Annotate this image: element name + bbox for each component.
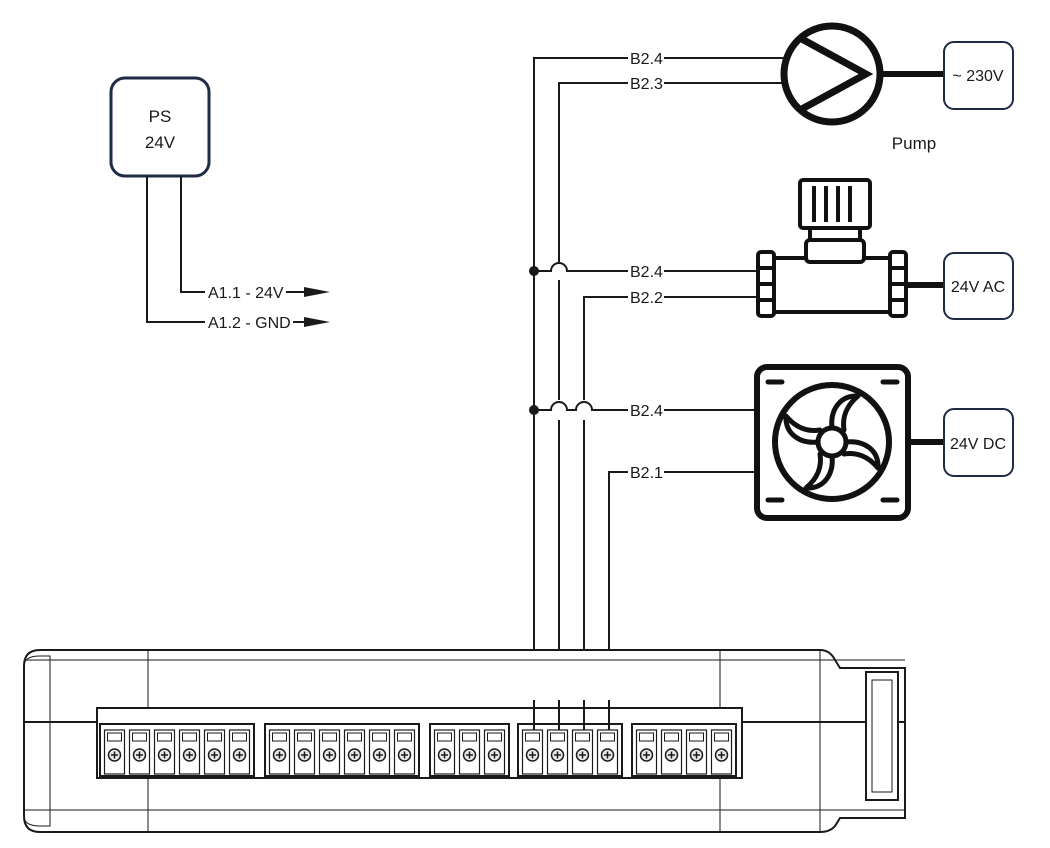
bus-wire-b21 xyxy=(608,471,628,730)
terminal-block xyxy=(429,723,510,777)
junction-dot xyxy=(529,405,539,415)
power-supply-box xyxy=(109,76,211,178)
power-supply: PS 24V A1.1 - 24V A1.2 - GND xyxy=(109,76,330,332)
wire-hop-valve xyxy=(534,262,628,272)
fan-wire-label-bottom: B2.1 xyxy=(630,465,663,482)
bus-wires xyxy=(529,57,628,730)
wire-hop-fan xyxy=(534,401,628,411)
terminal-wire-ends xyxy=(533,700,610,730)
terminal-blocks xyxy=(99,723,737,777)
pump-label: Pump xyxy=(892,134,936,153)
bus-wire-b23 xyxy=(558,82,628,730)
valve-supply-box xyxy=(943,252,1014,320)
pump-supply-label: ~ 230V xyxy=(952,68,1003,85)
pump-supply-box xyxy=(943,41,1014,110)
junction-dot xyxy=(529,266,539,276)
terminal-block xyxy=(517,723,623,777)
power-supply-voltage: 24V xyxy=(145,133,176,152)
fan-wire-label-top: B2.4 xyxy=(630,403,663,420)
fan-supply-label: 24V DC xyxy=(950,436,1006,453)
terminal-block xyxy=(631,723,737,777)
pump-wire-label-bottom: B2.3 xyxy=(630,76,663,93)
valve-supply-label: 24V AC xyxy=(951,279,1005,296)
valve-group: B2.4 B2.2 24V AC xyxy=(630,178,1014,320)
pump-wire-label-top: B2.4 xyxy=(630,51,663,68)
pump-icon xyxy=(780,22,884,126)
fan-group: B2.4 B2.1 24V DC xyxy=(630,364,1014,521)
valve-icon xyxy=(756,178,908,318)
ps-output-a12-label: A1.2 - GND xyxy=(208,315,291,332)
ps-wire-a12 xyxy=(146,176,205,323)
fan-icon xyxy=(754,364,911,521)
terminal-block xyxy=(264,723,420,777)
arrow-icon xyxy=(304,287,330,297)
power-supply-name: PS xyxy=(149,107,172,126)
din-rail-latch xyxy=(865,671,899,801)
bus-wire-b24 xyxy=(533,57,628,730)
valve-wire-label-top: B2.4 xyxy=(630,264,663,281)
controller-housing xyxy=(23,649,906,833)
valve-wire-label-bottom: B2.2 xyxy=(630,290,663,307)
fan-supply-box xyxy=(943,408,1014,477)
ps-wire-a11 xyxy=(180,176,205,293)
pump-group: B2.4 B2.3 ~ 230V Pump xyxy=(630,22,1014,153)
arrow-icon xyxy=(304,317,330,327)
terminal-block xyxy=(99,723,255,777)
ps-output-a11-label: A1.1 - 24V xyxy=(208,285,284,302)
